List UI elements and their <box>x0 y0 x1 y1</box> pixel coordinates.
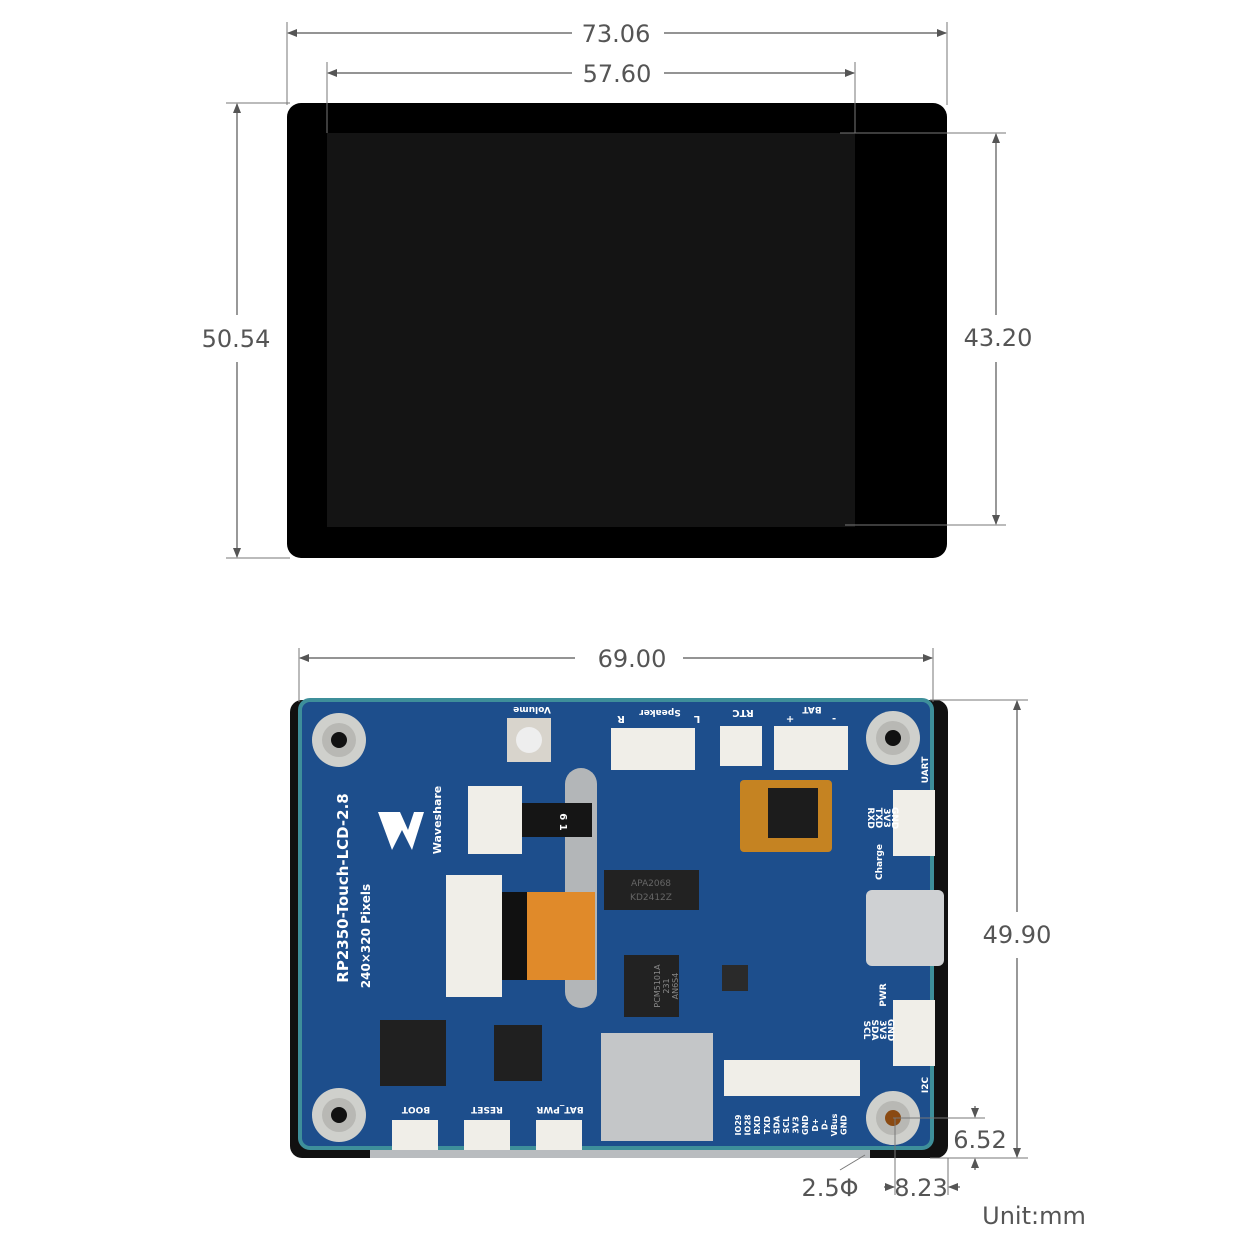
bat-plus-label: + <box>786 713 794 724</box>
mounting-hole <box>866 711 920 765</box>
boot-button <box>392 1120 438 1150</box>
bat-connector <box>774 726 848 770</box>
speaker-r-label: R <box>617 713 625 724</box>
dac-chip-text: 231 <box>662 978 671 993</box>
bottom-pin-label: VBus <box>830 1113 839 1136</box>
uart-pin-label: TXD <box>873 808 883 829</box>
dac-chip-text: PCM5101A <box>653 964 662 1008</box>
unit-label: Unit:mm <box>982 1202 1086 1230</box>
sd-card-slot <box>601 1033 713 1141</box>
bottom-view: 6 1 APA2068 KD2412Z PCM5101A 231 AN6S4 <box>290 645 1086 1230</box>
usb-c-port <box>866 890 944 966</box>
dim-hole-diameter: 2.5Φ <box>801 1174 858 1202</box>
dim-board-height: 49.90 <box>983 921 1052 949</box>
dim-active-height: 43.20 <box>964 324 1033 352</box>
speaker-l-label: L <box>693 713 700 724</box>
bottom-pin-label: GND <box>840 1115 849 1135</box>
dim-board-width: 69.00 <box>598 645 667 673</box>
i2c-pin-label: GND <box>885 1019 895 1041</box>
waveshare-logo: Waveshare <box>378 786 444 854</box>
i2c-pin-label: SCL <box>861 1021 871 1040</box>
speaker-connector <box>611 728 695 770</box>
bottom-pin-label: TXD <box>763 1116 772 1135</box>
dim-hole-offset-x: 8.23 <box>894 1174 947 1202</box>
charge-label: Charge <box>875 844 885 880</box>
imu-chip <box>722 965 748 991</box>
reset-label: RESET <box>470 1104 503 1114</box>
amp-chip-text: KD2412Z <box>630 893 672 903</box>
bottom-pin-label: RXD <box>753 1115 762 1134</box>
bat-pwr-label: BAT_PWR <box>536 1104 583 1114</box>
expansion-fpc-connector <box>724 1060 860 1096</box>
uart-pin-label: RXD <box>865 807 875 828</box>
mounting-hole <box>312 1088 366 1142</box>
lcd-fpc-connector <box>446 875 502 997</box>
volume-label: Volume <box>513 704 551 714</box>
i2c-pin-label: 3V3 <box>877 1020 887 1040</box>
touch-fpc-cable <box>522 803 592 837</box>
board-title: RP2350-Touch-LCD-2.8 <box>334 793 352 982</box>
brand-label: Waveshare <box>431 786 444 854</box>
speaker-label: Speaker <box>639 707 681 717</box>
bottom-pin-label: IO29 <box>734 1114 743 1135</box>
amplifier-chip <box>604 870 699 910</box>
amp-chip-text: APA2068 <box>631 879 671 889</box>
bottom-pin-label: 3V3 <box>792 1116 801 1133</box>
bottom-pin-label: D+ <box>811 1118 820 1131</box>
mounting-hole <box>312 713 366 767</box>
i2c-pin-label: SDA <box>869 1020 879 1041</box>
bat-label: BAT <box>802 704 822 714</box>
reset-button <box>464 1120 510 1150</box>
bottom-pin-label: SDA <box>772 1115 781 1134</box>
bottom-pin-label: GND <box>801 1115 810 1135</box>
pwr-label: PWR <box>879 983 889 1007</box>
touch-fpc-connector <box>468 786 522 854</box>
flash-chip <box>494 1025 542 1081</box>
rtc-connector <box>720 726 762 766</box>
bottom-pin-label: D- <box>820 1120 829 1130</box>
dim-outer-width: 73.06 <box>582 20 651 48</box>
rp2350-chip <box>380 1020 446 1086</box>
dim-outer-height: 50.54 <box>202 325 271 353</box>
uart-connector <box>893 790 935 856</box>
mounting-hole <box>866 1091 920 1145</box>
dim-hole-offset-y: 6.52 <box>953 1126 1006 1154</box>
rtc-label: RTC <box>732 707 753 718</box>
dim-active-width: 57.60 <box>583 60 652 88</box>
display-area <box>327 133 855 527</box>
dac-chip-text: AN6S4 <box>671 973 680 1000</box>
bottom-pin-label: IO28 <box>744 1114 753 1135</box>
uart-pin-label: 3V3 <box>881 808 891 828</box>
bottom-pin-label: SCL <box>782 1117 791 1134</box>
boot-label: BOOT <box>401 1104 430 1114</box>
i2c-label: I2C <box>921 1076 931 1093</box>
bat-pwr-button <box>536 1120 582 1150</box>
uart-pin-label: GND <box>889 807 899 829</box>
bat-minus-label: - <box>832 713 836 724</box>
flex-label: 6 1 <box>557 813 568 830</box>
dac-chip <box>624 955 679 1017</box>
top-view: 73.06 57.60 50.54 43.20 <box>202 20 1033 559</box>
uart-label: UART <box>921 756 931 784</box>
i2c-connector <box>893 1000 935 1066</box>
lcd-fpc-cable <box>527 892 595 980</box>
board-subtitle: 240×320 Pixels <box>359 884 373 988</box>
